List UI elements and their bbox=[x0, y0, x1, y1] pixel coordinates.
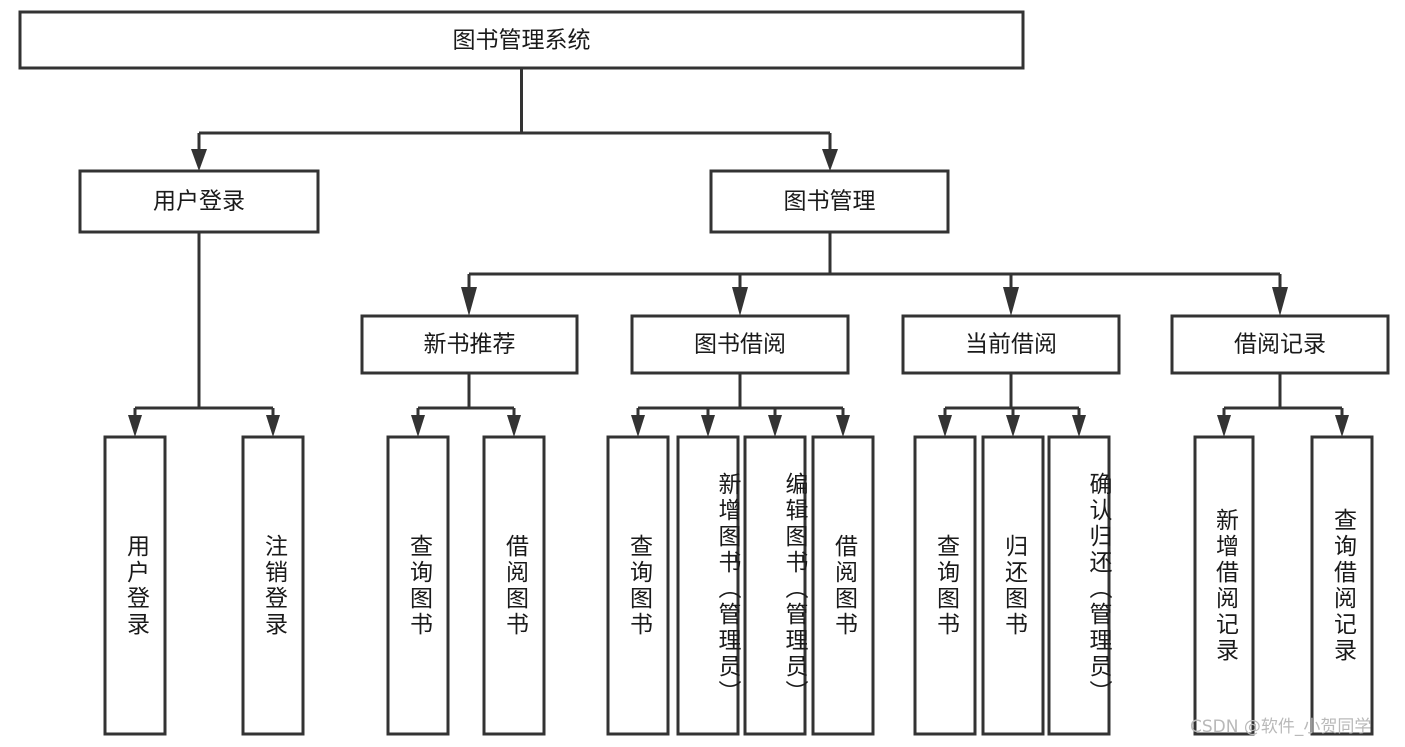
arrow-bb-leaf-4 bbox=[836, 415, 850, 437]
leaf-box-query-book-2[interactable] bbox=[606, 435, 670, 736]
arrow-bm-to-book-borrow bbox=[732, 287, 748, 316]
node-borrow-record-label: 借阅记录 bbox=[1234, 332, 1326, 358]
arrow-bm-to-borrow-record bbox=[1272, 287, 1288, 316]
leaf-box-query-record[interactable] bbox=[1310, 435, 1374, 736]
arrow-cb-leaf-2 bbox=[1006, 415, 1020, 437]
arrow-bb-leaf-2 bbox=[701, 415, 715, 437]
node-book-borrow-box[interactable] bbox=[630, 314, 850, 375]
arrow-br-leaf-1 bbox=[1217, 415, 1231, 437]
node-user-login-box[interactable] bbox=[78, 169, 320, 234]
arrow-nbr-leaf-2 bbox=[507, 415, 521, 437]
leaf-box-add-record[interactable] bbox=[1193, 435, 1255, 736]
arrow-cb-leaf-1 bbox=[938, 415, 952, 437]
leaf-box-borrow-book-1[interactable] bbox=[482, 435, 546, 736]
node-title-label: 图书管理系统 bbox=[453, 28, 591, 54]
leaf-box-query-book-3[interactable] bbox=[913, 435, 977, 736]
node-current-borrow-label: 当前借阅 bbox=[965, 332, 1057, 358]
node-user-login[interactable]: 用户登录 bbox=[78, 169, 320, 234]
node-new-book-rec-box[interactable] bbox=[360, 314, 579, 375]
arrow-bb-leaf-3 bbox=[768, 415, 782, 437]
leaf-box-confirm-return[interactable] bbox=[1047, 435, 1111, 736]
arrow-user-login-leaf-1 bbox=[128, 415, 142, 437]
leaf-box-edit-book[interactable] bbox=[743, 435, 807, 736]
leaf-box-user-login[interactable] bbox=[103, 435, 167, 736]
node-book-manage[interactable]: 图书管理 bbox=[709, 169, 950, 234]
node-book-manage-box[interactable] bbox=[709, 169, 950, 234]
node-current-borrow-box[interactable] bbox=[901, 314, 1121, 375]
arrow-bm-to-new-book-rec bbox=[461, 287, 477, 316]
node-new-book-rec-label: 新书推荐 bbox=[424, 332, 516, 358]
node-borrow-record-box[interactable] bbox=[1170, 314, 1390, 375]
node-current-borrow[interactable]: 当前借阅 bbox=[901, 314, 1121, 375]
node-layer: 图书管理系统 用户登录 图书管理 新书推荐 图书借阅 当前借阅 借阅记录 bbox=[18, 10, 1390, 736]
leaf-box-borrow-book-2[interactable] bbox=[811, 435, 875, 736]
arrow-nbr-leaf-1 bbox=[411, 415, 425, 437]
node-user-login-label: 用户登录 bbox=[153, 189, 245, 215]
node-book-borrow[interactable]: 图书借阅 bbox=[630, 314, 850, 375]
leaf-box-logout[interactable] bbox=[241, 435, 305, 736]
arrow-root-to-user-login bbox=[191, 149, 207, 171]
arrow-cb-leaf-3 bbox=[1072, 415, 1086, 437]
node-new-book-rec[interactable]: 新书推荐 bbox=[360, 314, 579, 375]
leaf-box-return-book[interactable] bbox=[981, 435, 1045, 736]
arrow-user-login-leaf-2 bbox=[266, 415, 280, 437]
arrow-root-to-book-manage bbox=[822, 149, 838, 171]
node-borrow-record[interactable]: 借阅记录 bbox=[1170, 314, 1390, 375]
arrow-bb-leaf-1 bbox=[631, 415, 645, 437]
connector-layer bbox=[128, 68, 1349, 437]
arrow-bm-to-current-borrow bbox=[1003, 287, 1019, 316]
arrow-br-leaf-2 bbox=[1335, 415, 1349, 437]
node-book-borrow-label: 图书借阅 bbox=[694, 332, 786, 358]
leaf-box-add-book[interactable] bbox=[676, 435, 740, 736]
node-title[interactable]: 图书管理系统 bbox=[18, 10, 1025, 70]
node-title-box[interactable] bbox=[18, 10, 1025, 70]
csdn-watermark: CSDN @软件_小贺同学 bbox=[1190, 717, 1372, 737]
leaf-box-query-book-1[interactable] bbox=[386, 435, 450, 736]
node-book-manage-label: 图书管理 bbox=[784, 189, 876, 215]
